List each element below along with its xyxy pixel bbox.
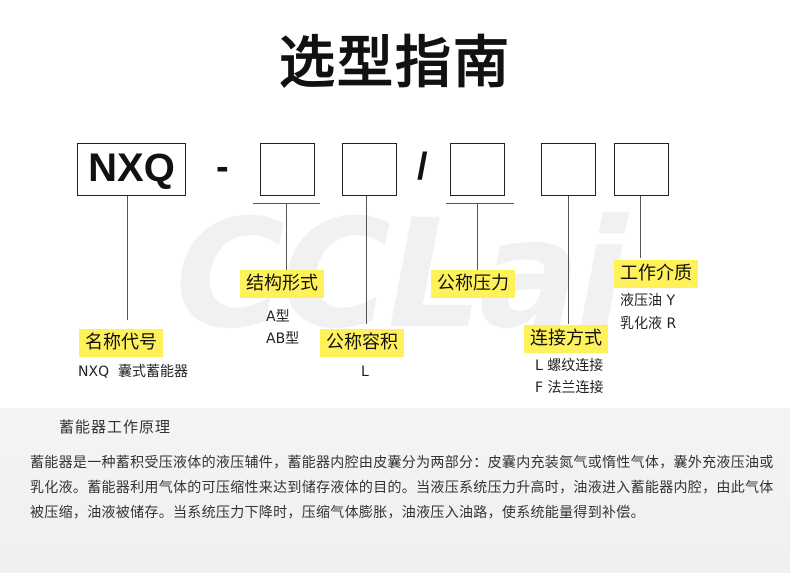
- connection-code-box: [541, 143, 596, 196]
- principle-panel: [0, 408, 790, 573]
- connection-leader: [568, 196, 569, 324]
- medium-option-r: 乳化液 R: [620, 316, 677, 332]
- structure-option-ab: AB型: [266, 331, 300, 347]
- structure-label: 结构形式: [240, 270, 324, 298]
- connection-label: 连接方式: [524, 325, 608, 353]
- medium-option-y: 液压油 Y: [620, 293, 676, 309]
- volume-unit: L: [361, 364, 369, 380]
- principle-title: 蓄能器工作原理: [59, 418, 172, 436]
- pressure-code-box: [450, 143, 505, 196]
- slash-separator: /: [417, 146, 428, 188]
- medium-code-box: [614, 143, 669, 196]
- dash-separator: -: [216, 146, 229, 188]
- principle-text: 蓄能器是一种蓄积受压液体的液压辅件，蓄能器内腔由皮囊分为两部分：皮囊内充装氮气或…: [30, 455, 774, 521]
- structure-leader: [286, 203, 287, 270]
- volume-label: 公称容积: [320, 329, 404, 357]
- pressure-underline: [446, 203, 514, 204]
- pressure-leader: [477, 203, 478, 270]
- name-code-label: 名称代号: [79, 329, 163, 357]
- name-code-leader: [127, 196, 128, 320]
- structure-code-box: [260, 143, 315, 196]
- volume-code-box: [342, 143, 397, 196]
- medium-leader: [640, 196, 641, 258]
- volume-leader: [366, 196, 367, 324]
- medium-label: 工作介质: [614, 260, 698, 288]
- structure-option-a: A型: [266, 309, 290, 325]
- model-prefix-box: NXQ: [77, 143, 186, 196]
- connection-option-l: L 螺纹连接: [535, 358, 604, 374]
- name-code-option: NXQ 囊式蓄能器: [78, 364, 188, 380]
- connection-option-f: F 法兰连接: [535, 380, 604, 396]
- page-title: 选型指南: [279, 31, 511, 96]
- pressure-label: 公称压力: [431, 270, 515, 298]
